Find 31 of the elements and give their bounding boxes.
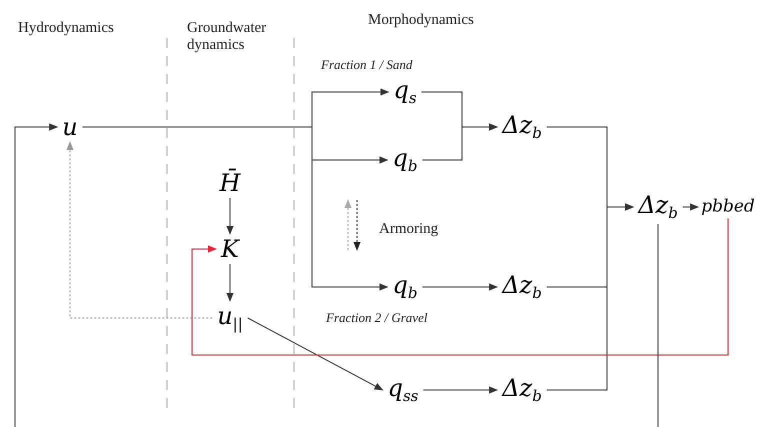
math-symbol: u$_{||}$ [214,302,246,334]
math-symbol: pbbed [700,196,756,218]
arrow [422,123,498,160]
process-label: Armoring [379,221,438,238]
math-symbol: Δz$_{b}$ [499,111,545,143]
arrow [247,318,384,390]
arrow [14,123,58,427]
math-symbol: H̄ [216,169,244,197]
section-heading: Hydrodynamics [18,20,114,38]
math-symbol: q$_{s}$ [390,76,420,108]
math-symbol: q$_{ss}$ [384,374,422,406]
arrow [546,203,634,390]
fraction-label: Fraction 1 / Sand [321,58,412,73]
fraction-label: Fraction 2 / Gravel [326,311,428,326]
section-heading: Groundwater dynamics [187,20,268,54]
arrow [422,386,498,394]
math-symbol: Δz$_{b}$ [635,191,681,223]
section-heading: Morphodynamics [368,12,474,30]
math-symbol: q$_{b}$ [390,271,420,303]
arrow [66,141,213,318]
arrow [422,283,498,291]
math-symbol: K [218,235,242,263]
arrow [82,126,388,291]
math-symbol: Δz$_{b}$ [499,271,545,303]
math-symbol: Δz$_{b}$ [499,374,545,406]
math-symbol: u [59,113,81,141]
arrow [226,198,234,235]
arrow [682,203,700,211]
math-symbol: q$_{b}$ [390,144,420,176]
arrow [226,264,234,302]
arrow [192,218,728,356]
